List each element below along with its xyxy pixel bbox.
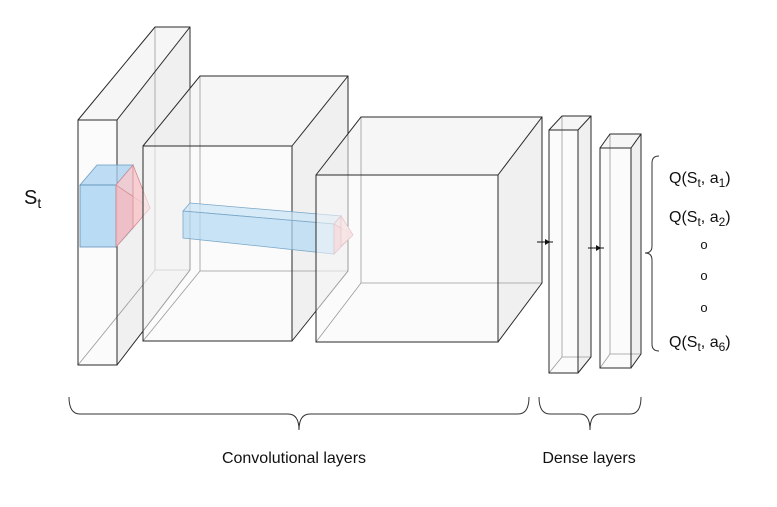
input-state-label: St [24,187,41,211]
dense-layers-brace [538,396,642,431]
convolutional-layers-label: Convolutional layers [222,450,366,467]
ellipsis-dot-1: o [700,237,707,252]
connection-arrow-conv-to-dense [537,239,553,245]
output-q-a2: Q(St, a2) [669,209,731,229]
dense-layer-1-box [548,115,592,374]
dense-layers-label: Dense layers [542,450,635,467]
dense-layer-2-box [599,133,642,369]
output-q-a1: Q(St, a1) [669,170,731,190]
conv-layer-2-box [315,116,543,343]
output-brace [644,155,660,352]
ellipsis-dot-2: o [700,268,707,283]
conv-layer-1-box [142,75,349,342]
ellipsis-dot-3: o [700,300,707,315]
output-q-a6: Q(St, a6) [669,334,731,354]
input-state-subscript: t [37,195,41,211]
convolutional-layers-brace [68,396,530,431]
input-kernel [79,163,151,249]
input-state-base: S [24,187,37,209]
connection-arrow-dense-to-dense [588,245,604,251]
